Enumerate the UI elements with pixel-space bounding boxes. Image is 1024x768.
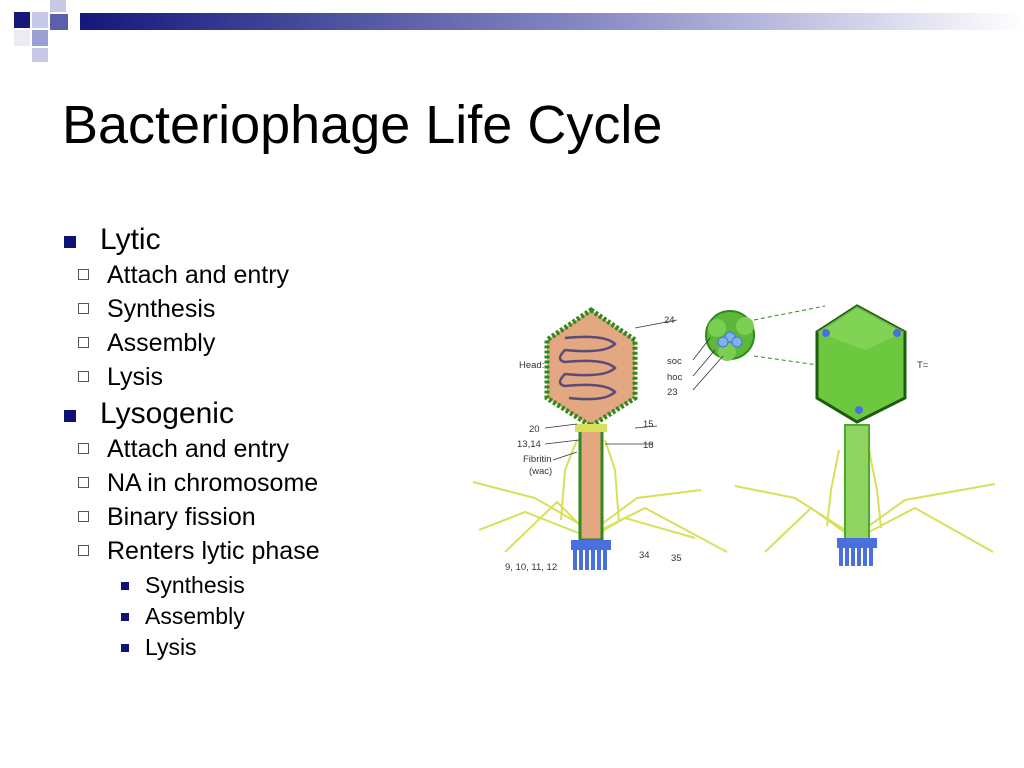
item-label: Assembly [145, 603, 245, 629]
capsomer-cluster [705, 310, 755, 361]
tail-fibers-left [472, 439, 728, 553]
tail-sheath [578, 428, 604, 542]
list-item: NA in chromosome [62, 466, 320, 500]
slide-title: Bacteriophage Life Cycle [62, 95, 663, 155]
capsid-head-left [544, 306, 638, 429]
hollow-square-bullet-icon [78, 511, 89, 522]
label-34: 34 [639, 550, 650, 561]
hollow-square-bullet-icon [78, 303, 89, 314]
bullet-lysogenic: Lysogenic [62, 396, 320, 432]
lytic-subitems: Attach and entry Synthesis Assembly Lysi… [62, 258, 320, 394]
base-plate-left [571, 540, 611, 570]
hollow-square-bullet-icon [78, 477, 89, 488]
leader-lines [544, 319, 724, 461]
list-item: Lysis [62, 632, 320, 663]
item-label: Synthesis [107, 295, 216, 323]
label-24: 24 [664, 315, 675, 326]
list-item: Binary fission [62, 500, 320, 534]
label-23: 23 [667, 387, 678, 398]
small-square-bullet-icon [121, 582, 129, 590]
label-9-10-11-12: 9, 10, 11, 12 [505, 562, 557, 573]
zoom-line [753, 305, 826, 321]
list-item: Attach and entry [62, 258, 320, 292]
bullet-label: Lysogenic [100, 397, 234, 430]
vertex-dot [855, 406, 863, 414]
connector [575, 424, 607, 432]
item-label: Attach and entry [107, 261, 290, 289]
vertex-dot [822, 329, 830, 337]
item-label: Attach and entry [107, 435, 290, 463]
list-item: Lysis [62, 360, 320, 394]
header-decoration [14, 0, 1024, 62]
small-square-bullet-icon [121, 644, 129, 652]
list-item: Synthesis [62, 570, 320, 601]
bullet-lytic: Lytic [62, 222, 320, 258]
item-label: Renters lytic phase [107, 537, 320, 565]
label-13-14: 13,14 [517, 439, 541, 450]
base-plate-right [837, 538, 877, 566]
hollow-square-bullet-icon [78, 371, 89, 382]
label-fibritin: Fibritin [523, 454, 552, 465]
label-18: 18 [643, 440, 654, 451]
item-label: Synthesis [145, 572, 245, 598]
list-item: Assembly [62, 601, 320, 632]
item-label: NA in chromosome [107, 469, 319, 497]
item-label: Binary fission [107, 503, 256, 531]
hollow-square-bullet-icon [78, 545, 89, 556]
item-label: Assembly [107, 329, 216, 357]
bullet-label: Lytic [100, 223, 161, 256]
item-label: Lysis [145, 634, 197, 660]
tail-fibers-right [734, 449, 996, 553]
vertex-dot [893, 329, 901, 337]
label-20: 20 [529, 424, 540, 435]
hollow-square-bullet-icon [78, 337, 89, 348]
list-item: Renters lytic phase [62, 534, 320, 568]
label-35: 35 [671, 553, 682, 564]
zoom-line [753, 355, 826, 367]
hollow-square-bullet-icon [78, 443, 89, 454]
square-bullet-icon [64, 236, 76, 248]
bacteriophage-diagram: Head: 24 soc hoc 23 20 13,14 Fibritin (w… [472, 304, 996, 573]
capsid-facet [817, 306, 905, 350]
lysogenic-subitems: Attach and entry NA in chromosome Binary… [62, 432, 320, 663]
label-t: T= [917, 360, 929, 371]
list-item: Assembly [62, 326, 320, 360]
label-soc: soc [667, 356, 682, 367]
bullet-list: Lytic Attach and entry Synthesis Assembl… [62, 222, 320, 663]
square-bullet-icon [64, 410, 76, 422]
small-square-bullet-icon [121, 613, 129, 621]
label-wac: (wac) [529, 466, 552, 477]
list-item: Synthesis [62, 292, 320, 326]
label-15: 15 [643, 419, 654, 430]
label-hoc: hoc [667, 372, 683, 383]
dna-coil [558, 335, 617, 401]
hollow-square-bullet-icon [78, 269, 89, 280]
list-item: Attach and entry [62, 432, 320, 466]
label-head: Head: [519, 360, 544, 371]
item-label: Lysis [107, 363, 164, 391]
tail-sheath-right [844, 424, 870, 541]
